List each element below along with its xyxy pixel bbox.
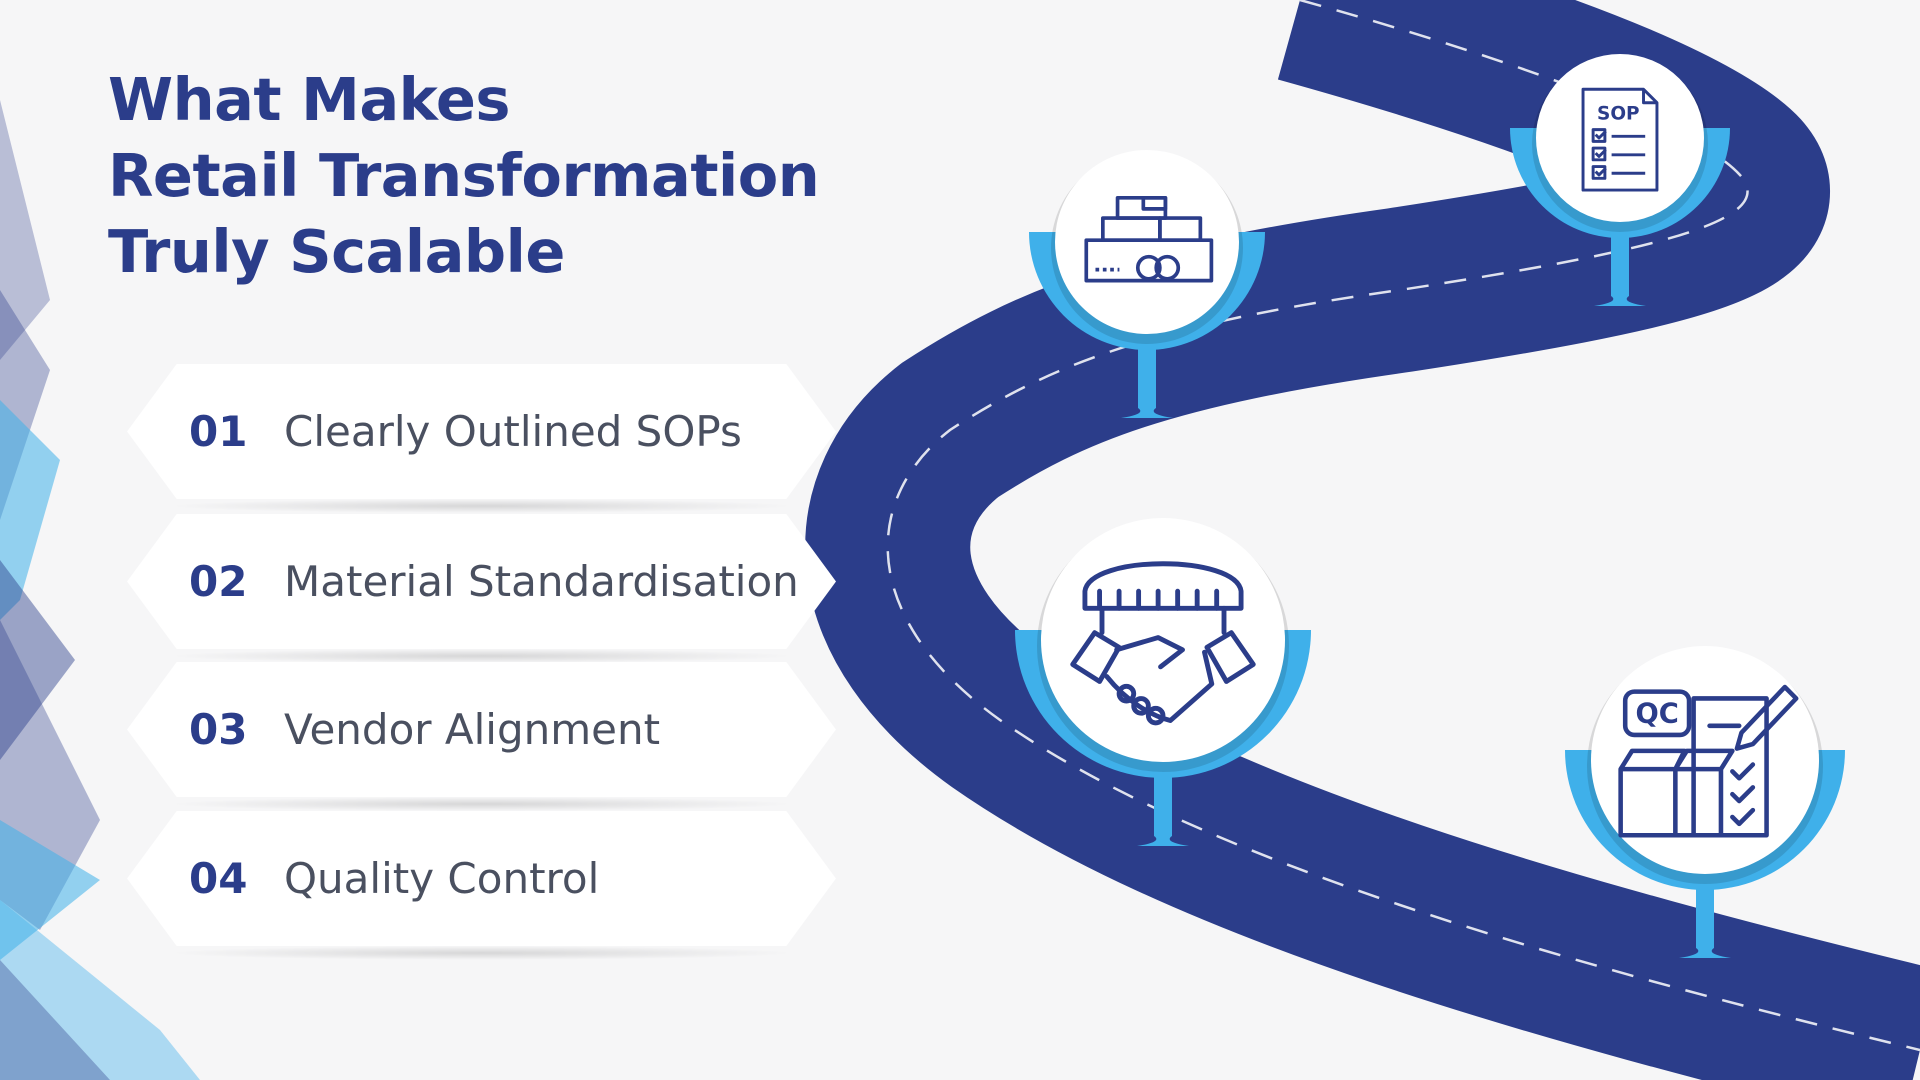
step-number: 03: [189, 705, 248, 754]
sop-badge-text: SOP: [1597, 104, 1640, 125]
milestone-pin-2: SOP: [1510, 54, 1730, 306]
title-line-1: What Makes: [108, 65, 510, 134]
qc-badge-text: QC: [1635, 698, 1678, 729]
title-line-3: Truly Scalable: [108, 217, 565, 286]
sop-document-icon: SOP: [1581, 87, 1659, 192]
step-item-1: 01 Clearly Outlined SOPs: [127, 364, 836, 513]
step-number: 01: [189, 407, 248, 456]
step-item-3: 03 Vendor Alignment: [127, 662, 836, 811]
step-label: Clearly Outlined SOPs: [284, 407, 742, 456]
step-number: 04: [189, 854, 248, 903]
page-title: What Makes Retail Transformation Truly S…: [108, 62, 820, 290]
milestone-pin-4: QC: [1565, 646, 1845, 958]
step-item-4: 04 Quality Control: [127, 811, 836, 960]
step-label: Quality Control: [284, 854, 600, 903]
step-label: Vendor Alignment: [284, 705, 661, 754]
vendor-handshake-icon: [1070, 561, 1256, 726]
step-label: Material Standardisation: [284, 557, 799, 606]
quality-control-icon: QC: [1618, 684, 1799, 838]
milestone-pin-1: [1029, 150, 1265, 418]
materials-stack-icon: [1084, 195, 1214, 283]
milestone-pin-3: [1015, 518, 1311, 846]
step-number: 02: [189, 557, 248, 606]
title-line-2: Retail Transformation: [108, 141, 820, 210]
step-item-2: 02 Material Standardisation: [127, 514, 836, 663]
